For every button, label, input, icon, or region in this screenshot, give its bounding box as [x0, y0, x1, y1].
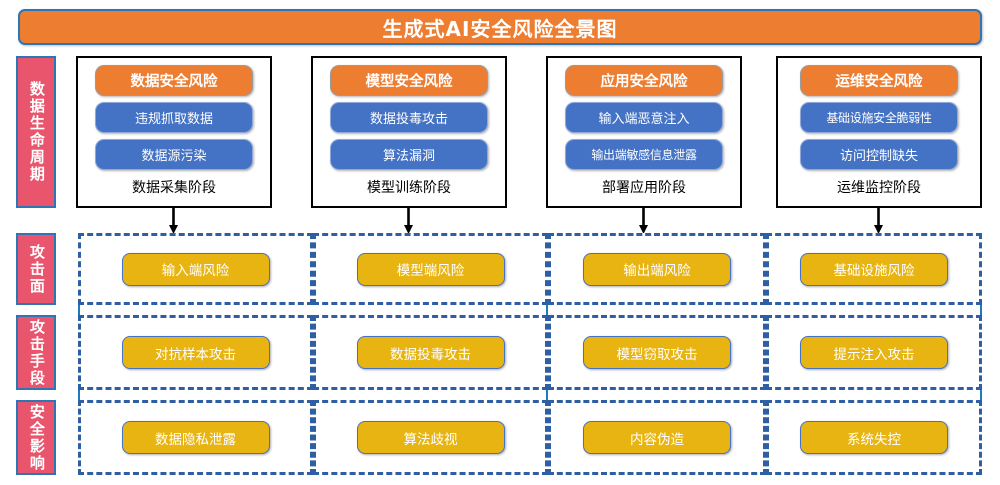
risk-chip[interactable]: 模型窃取攻击: [583, 336, 731, 369]
risk-chip[interactable]: 数据投毒攻击: [356, 336, 505, 369]
stage-risk-item[interactable]: 违规抓取数据: [95, 102, 253, 133]
risk-chip[interactable]: 基础设施风险: [800, 252, 948, 286]
down-arrow-icon: [874, 208, 883, 234]
matrix-cell[interactable]: 对抗样本攻击: [78, 315, 313, 390]
stage-risk-item[interactable]: 输入端恶意注入: [565, 102, 723, 133]
matrix-cell[interactable]: 模型窃取攻击: [548, 315, 766, 390]
side-label-attack-method: 攻击手段: [16, 315, 56, 390]
stage-risk-item[interactable]: 访问控制缺失: [800, 139, 958, 170]
side-label-data-lifecycle: 数据生命周期: [16, 56, 56, 208]
stage-caption: 模型训练阶段: [367, 180, 451, 196]
stage-caption: 部署应用阶段: [602, 180, 686, 196]
risk-chip[interactable]: 对抗样本攻击: [121, 336, 270, 369]
risk-chip[interactable]: 系统失控: [800, 421, 948, 454]
down-arrow-icon: [169, 208, 178, 234]
matrix-cell[interactable]: 数据隐私泄露: [78, 400, 313, 475]
down-arrow-icon: [639, 208, 648, 234]
stage-column-operations: 运维安全风险 基础设施安全脆弱性 访问控制缺失 运维监控阶段: [776, 56, 982, 208]
matrix-cell[interactable]: 数据投毒攻击: [313, 315, 548, 390]
risk-chip[interactable]: 模型端风险: [356, 252, 505, 286]
page-title: 生成式AI安全风险全景图: [18, 9, 982, 45]
matrix-cell[interactable]: 算法歧视: [313, 400, 548, 475]
risk-chip[interactable]: 内容伪造: [583, 421, 731, 454]
matrix-cell[interactable]: 提示注入攻击: [766, 315, 982, 390]
risk-chip[interactable]: 输出端风险: [583, 252, 731, 286]
risk-chip[interactable]: 输入端风险: [121, 252, 270, 286]
matrix-cell[interactable]: 基础设施风险: [766, 233, 982, 305]
stage-caption: 数据采集阶段: [132, 180, 216, 196]
risk-chip[interactable]: 算法歧视: [356, 421, 505, 454]
stage-risk-item[interactable]: 算法漏洞: [330, 139, 488, 170]
side-label-attack-surface: 攻击面: [16, 233, 56, 305]
down-arrow-icon: [404, 208, 413, 234]
stage-risk-item[interactable]: 基础设施安全脆弱性: [800, 102, 958, 133]
matrix-cell[interactable]: 系统失控: [766, 400, 982, 475]
side-label-security-impact: 安全影响: [16, 400, 56, 475]
stage-head-badge[interactable]: 应用安全风险: [565, 65, 723, 96]
stage-caption: 运维监控阶段: [837, 180, 921, 196]
stage-risk-item[interactable]: 数据投毒攻击: [330, 102, 488, 133]
matrix-cell[interactable]: 输出端风险: [548, 233, 766, 305]
risk-chip[interactable]: 数据隐私泄露: [121, 421, 270, 454]
stage-head-badge[interactable]: 运维安全风险: [800, 65, 958, 96]
stage-column-data-collection: 数据安全风险 违规抓取数据 数据源污染 数据采集阶段: [76, 56, 272, 208]
stage-risk-item[interactable]: 输出端敏感信息泄露: [565, 139, 723, 170]
stage-risk-item[interactable]: 数据源污染: [95, 139, 253, 170]
matrix-cell[interactable]: 内容伪造: [548, 400, 766, 475]
stage-head-badge[interactable]: 模型安全风险: [330, 65, 488, 96]
stage-column-model-training: 模型安全风险 数据投毒攻击 算法漏洞 模型训练阶段: [311, 56, 507, 208]
matrix-cell[interactable]: 模型端风险: [313, 233, 548, 305]
stage-head-badge[interactable]: 数据安全风险: [95, 65, 253, 96]
stage-column-deployment: 应用安全风险 输入端恶意注入 输出端敏感信息泄露 部署应用阶段: [546, 56, 742, 208]
matrix-cell[interactable]: 输入端风险: [78, 233, 313, 305]
risk-chip[interactable]: 提示注入攻击: [800, 336, 948, 369]
